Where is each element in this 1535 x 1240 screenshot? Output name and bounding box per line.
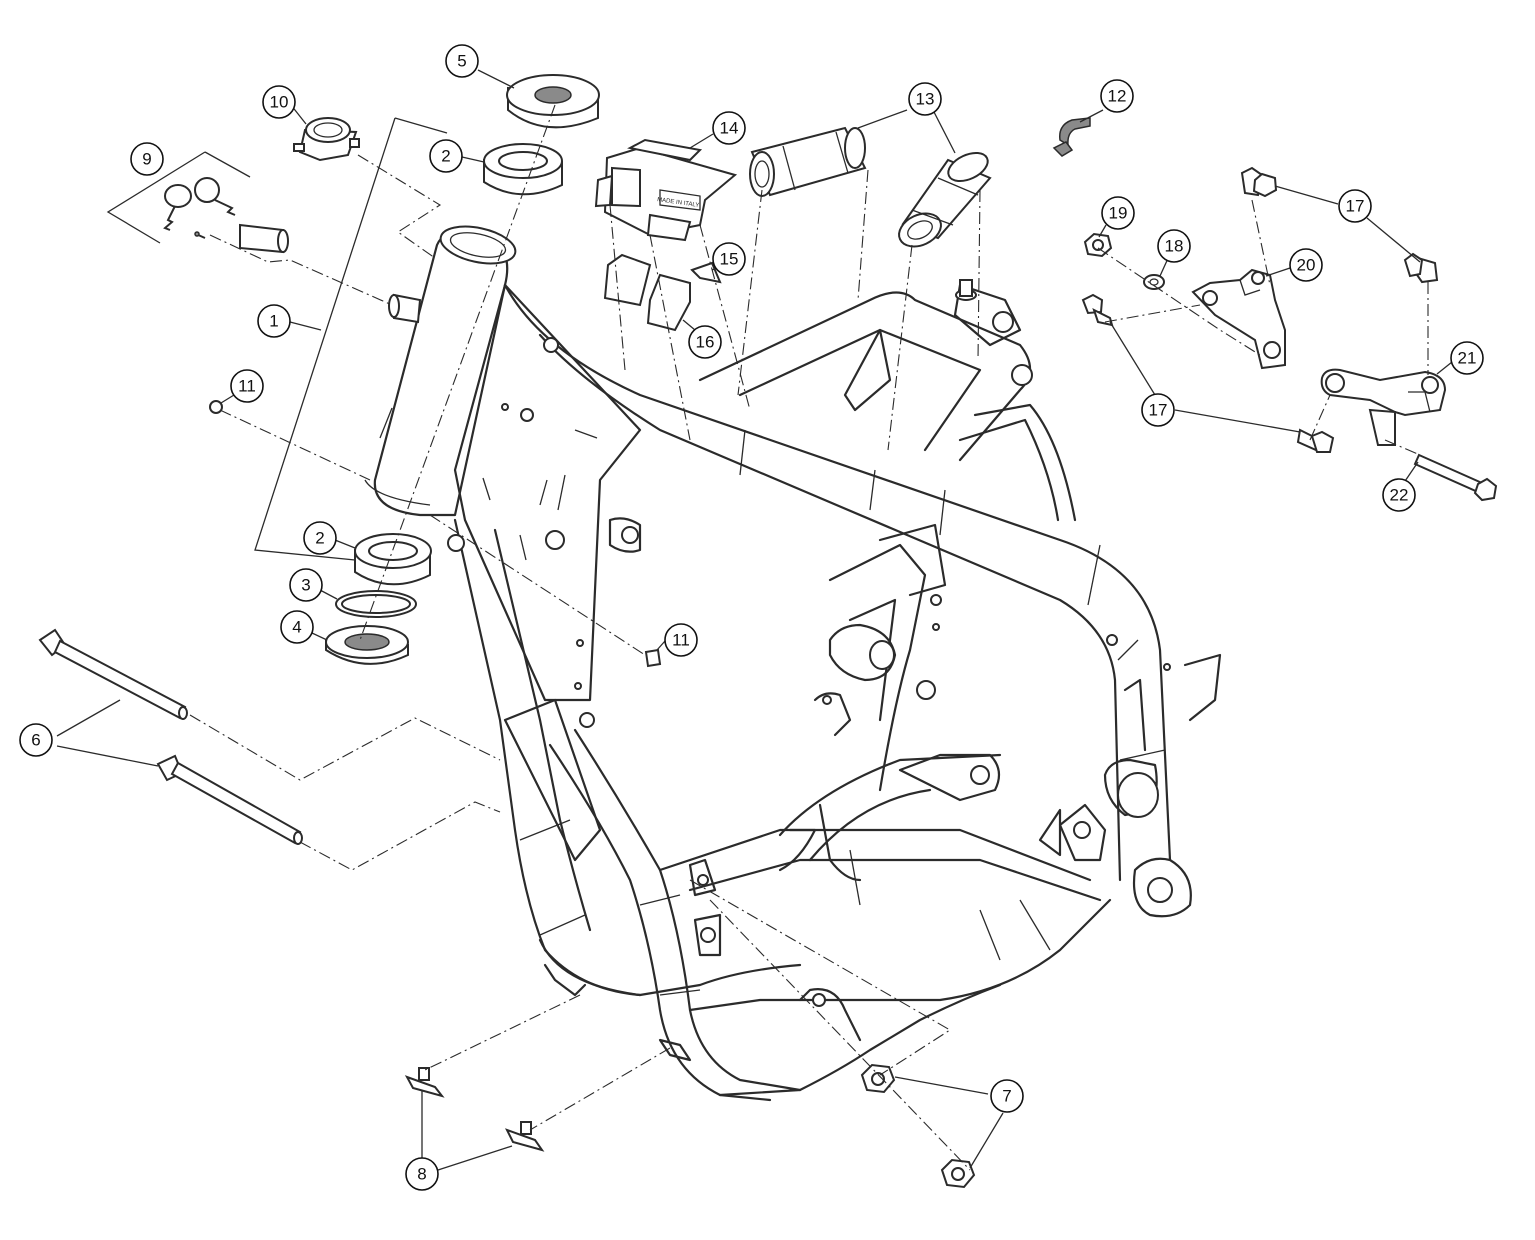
callout-12: 12 [1100, 79, 1134, 113]
callout-6: 6 [19, 723, 53, 757]
callout-1: 1 [257, 304, 291, 338]
part-9-keys [163, 177, 236, 231]
part-6-upper-bolt [38, 628, 188, 720]
motorcycle-frame [364, 225, 1222, 1102]
part-17-bolt-mid [1403, 252, 1439, 284]
svg-text:20: 20 [1297, 256, 1316, 275]
callout-11-upper: 11 [230, 369, 264, 403]
callout-14: 14 [712, 111, 746, 145]
svg-text:17: 17 [1346, 197, 1365, 216]
part-20-bracket [1191, 268, 1286, 370]
callout-11-lower: 11 [664, 623, 698, 657]
part-2-upper-bearing [483, 143, 563, 196]
callout-5: 5 [445, 44, 479, 78]
callout-20: 20 [1289, 248, 1323, 282]
svg-text:2: 2 [441, 147, 450, 166]
part-7-nut-b [940, 1158, 976, 1189]
part-17-bolt-top [1240, 166, 1278, 198]
svg-text:1: 1 [269, 312, 278, 331]
svg-text:2: 2 [315, 529, 324, 548]
svg-text:21: 21 [1458, 349, 1477, 368]
callout-19: 19 [1101, 196, 1135, 230]
callout-17-bottom: 17 [1141, 393, 1175, 427]
svg-text:13: 13 [916, 90, 935, 109]
svg-text:5: 5 [457, 52, 466, 71]
part-8-clip-b [504, 1121, 545, 1152]
svg-text:11: 11 [238, 377, 256, 396]
svg-text:17: 17 [1149, 401, 1168, 420]
part-17-bolt-bottom [1296, 428, 1335, 453]
part-4-lower-seal [325, 625, 409, 665]
part-7-nut-a [860, 1063, 896, 1094]
callout-22: 22 [1382, 478, 1416, 512]
svg-text:8: 8 [417, 1165, 426, 1184]
callout-21: 21 [1450, 341, 1484, 375]
callout-9: 9 [130, 142, 164, 176]
callout-16: 16 [688, 325, 722, 359]
part-6-lower-bolt [156, 754, 303, 845]
svg-text:22: 22 [1390, 486, 1409, 505]
part-17-bolt-left [1081, 293, 1114, 327]
part-22-long-bolt [1413, 453, 1498, 502]
part-8-clip-a [404, 1067, 445, 1098]
part-2-lower-bearing [354, 533, 432, 586]
assembly-lines [56, 69, 1453, 1171]
made-in-italy-stamp: MADE IN ITALY [657, 197, 700, 209]
part-18-washer [1143, 274, 1165, 290]
part-10-steering-lock [293, 117, 360, 162]
svg-text:15: 15 [720, 250, 739, 269]
svg-text:16: 16 [696, 333, 715, 352]
callout-10: 10 [262, 85, 296, 119]
svg-text:11: 11 [672, 631, 690, 650]
svg-text:18: 18 [1165, 237, 1184, 256]
svg-text:10: 10 [270, 93, 289, 112]
svg-text:7: 7 [1002, 1087, 1011, 1106]
part-12-cable-tie [1052, 117, 1091, 157]
callout-8: 8 [405, 1157, 439, 1191]
callout-2-lower: 2 [303, 521, 337, 555]
callout-18: 18 [1157, 229, 1191, 263]
callout-13: 13 [908, 82, 942, 116]
part-19-flange-nut [1083, 232, 1113, 258]
part-11-upper-screw [209, 400, 223, 414]
part-3-o-ring [335, 590, 417, 618]
part-15-shim [690, 261, 722, 284]
svg-text:9: 9 [142, 150, 151, 169]
svg-text:19: 19 [1109, 204, 1128, 223]
part-21-bracket [1320, 368, 1447, 446]
part-16-foam-pads [603, 253, 691, 332]
svg-text:4: 4 [292, 618, 301, 637]
part-13-bushing-a [749, 126, 867, 197]
svg-text:3: 3 [301, 576, 310, 595]
callout-4: 4 [280, 610, 314, 644]
lock-pin [388, 293, 422, 324]
lock-barrel [194, 223, 289, 254]
svg-text:6: 6 [31, 731, 40, 750]
callout-7: 7 [990, 1079, 1024, 1113]
svg-text:14: 14 [720, 119, 739, 138]
part-11-lower-screw [644, 648, 662, 668]
part-13-bushing-b [898, 151, 992, 248]
callout-17-top: 17 [1338, 189, 1372, 223]
svg-text:12: 12 [1108, 87, 1127, 106]
callout-15: 15 [712, 242, 746, 276]
part-14-electronic-unit: MADE IN ITALY [594, 138, 738, 242]
part-5-dust-seal [506, 74, 600, 129]
callout-2-upper: 2 [429, 139, 463, 173]
callout-3: 3 [289, 568, 323, 602]
